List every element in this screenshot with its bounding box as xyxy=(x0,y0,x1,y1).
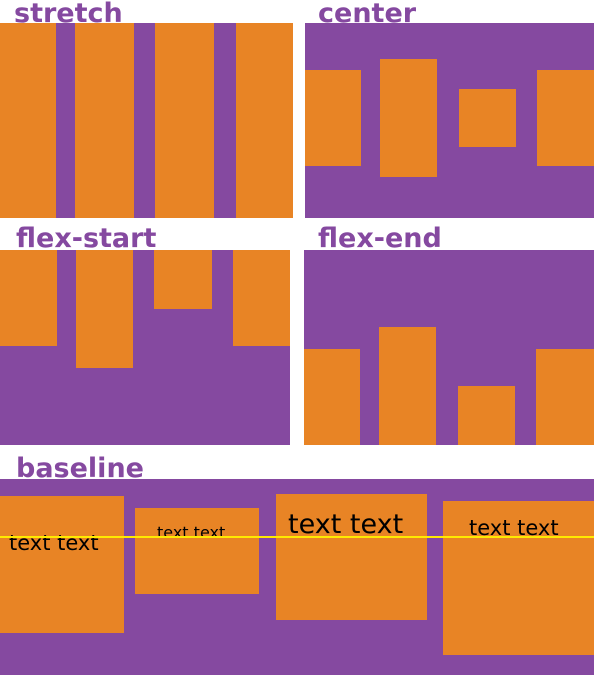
stretch-item-1 xyxy=(0,23,56,218)
flex-start-title: flex-start xyxy=(16,223,157,254)
flex-start-container xyxy=(0,250,290,445)
flex-end-container xyxy=(304,250,594,445)
baseline-guide-line xyxy=(0,536,594,538)
stretch-container xyxy=(0,23,293,218)
stretch-item-3 xyxy=(155,23,214,218)
flex-end-item-1 xyxy=(304,349,360,445)
flex-end-item-4 xyxy=(536,349,594,445)
baseline-item-4: text text xyxy=(443,501,594,655)
center-title: center xyxy=(318,0,417,29)
center-item-1 xyxy=(305,70,361,166)
baseline-item-1: text text xyxy=(0,496,124,633)
baseline-item-2-text: text text xyxy=(157,523,226,542)
center-item-4 xyxy=(537,70,594,166)
baseline-item-4-text: text text xyxy=(469,516,559,540)
baseline-title: baseline xyxy=(16,453,144,484)
flex-end-title: flex-end xyxy=(318,223,442,254)
flex-start-item-2 xyxy=(76,250,133,368)
baseline-item-3-text: text text xyxy=(288,509,404,540)
flex-end-item-2 xyxy=(379,327,436,445)
center-item-3 xyxy=(459,89,516,147)
stretch-item-4 xyxy=(236,23,293,218)
baseline-container: text text text text text text text text xyxy=(0,479,594,675)
center-container xyxy=(305,23,594,218)
flex-start-item-4 xyxy=(233,250,290,346)
baseline-item-2: text text xyxy=(135,508,259,594)
center-item-2 xyxy=(380,59,437,177)
flex-start-item-3 xyxy=(154,250,212,309)
stretch-item-2 xyxy=(75,23,134,218)
stretch-title: stretch xyxy=(14,0,123,29)
flex-start-item-1 xyxy=(0,250,57,346)
baseline-item-3: text text xyxy=(276,494,427,620)
flex-end-item-3 xyxy=(458,386,515,445)
